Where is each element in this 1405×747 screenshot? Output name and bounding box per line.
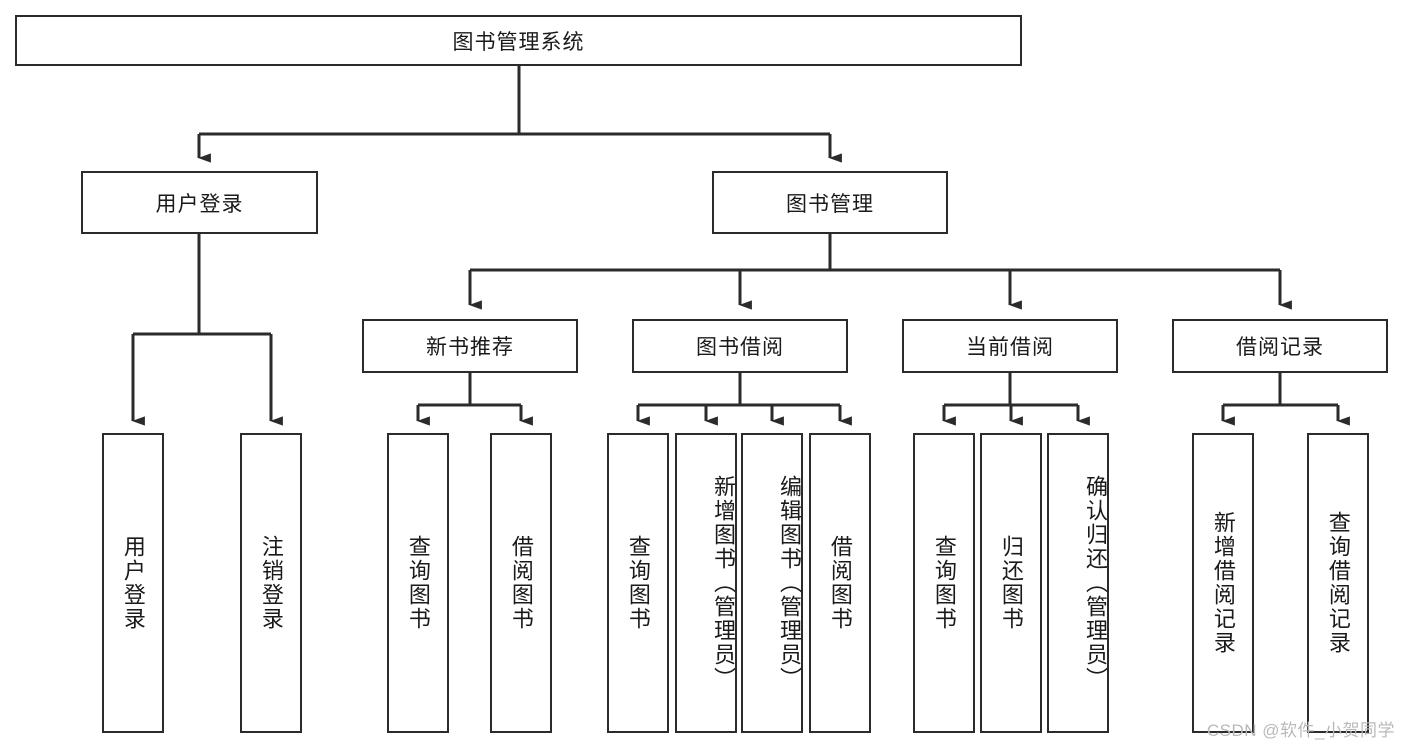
node-label: 当前借阅 bbox=[966, 336, 1054, 359]
node-label: 编辑图书（管理员） bbox=[777, 475, 802, 691]
node-label: 用户登录 bbox=[120, 535, 146, 631]
node-leaf-edit-book-admin[interactable]: 编辑图书（管理员） bbox=[741, 433, 803, 733]
node-book-management[interactable]: 图书管理 bbox=[712, 171, 948, 234]
node-label: 新增图书（管理员） bbox=[711, 475, 736, 691]
node-leaf-user-login[interactable]: 用户登录 bbox=[102, 433, 164, 733]
node-label: 查询图书 bbox=[405, 535, 431, 631]
node-label: 注销登录 bbox=[258, 535, 284, 631]
node-label: 图书借阅 bbox=[696, 336, 784, 359]
node-leaf-borrow-book[interactable]: 借阅图书 bbox=[809, 433, 871, 733]
node-leaf-return-book[interactable]: 归还图书 bbox=[980, 433, 1042, 733]
node-leaf-logout[interactable]: 注销登录 bbox=[240, 433, 302, 733]
node-label: 图书管理系统 bbox=[452, 30, 585, 54]
node-label: 新书推荐 bbox=[426, 336, 514, 359]
node-label: 新增借阅记录 bbox=[1210, 511, 1236, 655]
node-label: 借阅图书 bbox=[827, 535, 853, 631]
node-leaf-add-book-admin[interactable]: 新增图书（管理员） bbox=[675, 433, 737, 733]
node-label: 借阅图书 bbox=[508, 535, 534, 631]
node-label: 归还图书 bbox=[998, 535, 1024, 631]
node-label: 查询图书 bbox=[931, 535, 957, 631]
node-borrow-records[interactable]: 借阅记录 bbox=[1172, 319, 1388, 373]
node-new-book-recommend[interactable]: 新书推荐 bbox=[362, 319, 578, 373]
node-user-login[interactable]: 用户登录 bbox=[81, 171, 318, 234]
watermark: CSDN @软件_小贺同学 bbox=[1206, 721, 1395, 740]
node-leaf-query-borrow-record[interactable]: 查询借阅记录 bbox=[1307, 433, 1369, 733]
node-label: 用户登录 bbox=[155, 192, 244, 216]
node-label: 查询图书 bbox=[625, 535, 651, 631]
node-label: 图书管理 bbox=[786, 192, 874, 216]
node-current-borrow[interactable]: 当前借阅 bbox=[902, 319, 1118, 373]
node-label: 查询借阅记录 bbox=[1325, 511, 1351, 655]
node-label: 借阅记录 bbox=[1236, 336, 1324, 359]
node-leaf-query-book-borrow[interactable]: 查询图书 bbox=[607, 433, 669, 733]
node-leaf-confirm-return-admin[interactable]: 确认归还（管理员） bbox=[1047, 433, 1109, 733]
node-label: 确认归还（管理员） bbox=[1083, 475, 1108, 691]
node-leaf-query-book-recommend[interactable]: 查询图书 bbox=[387, 433, 449, 733]
node-root-book-management-system[interactable]: 图书管理系统 bbox=[15, 15, 1022, 66]
node-leaf-borrow-book-recommend[interactable]: 借阅图书 bbox=[490, 433, 552, 733]
node-leaf-add-borrow-record[interactable]: 新增借阅记录 bbox=[1192, 433, 1254, 733]
node-leaf-query-book-current[interactable]: 查询图书 bbox=[913, 433, 975, 733]
node-book-borrow[interactable]: 图书借阅 bbox=[632, 319, 848, 373]
